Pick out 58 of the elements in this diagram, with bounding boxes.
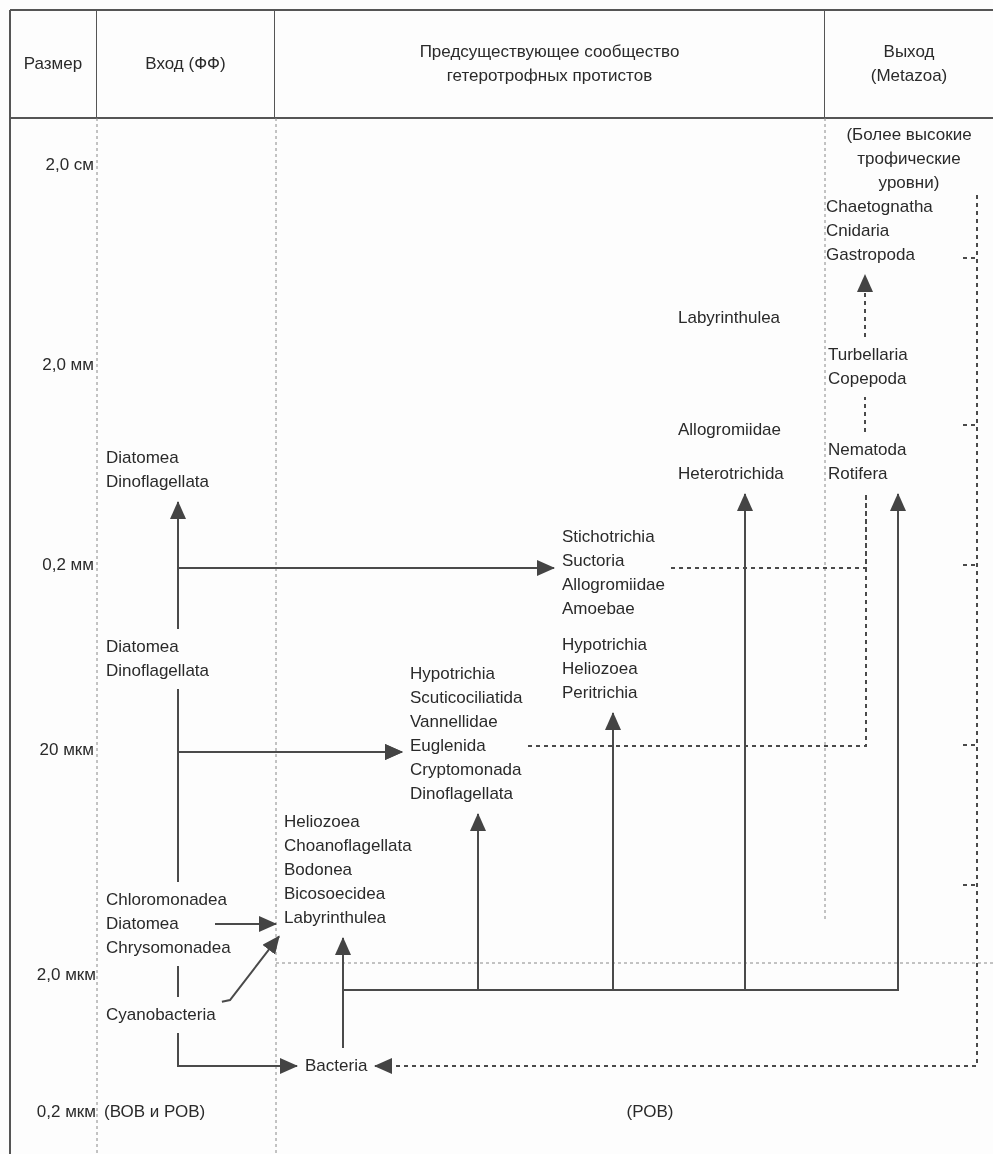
- taxon-name: Rotifera: [828, 463, 888, 485]
- size-label: 0,2 мкм: [35, 1101, 96, 1123]
- arrow: [220, 935, 281, 1003]
- taxon-name: Amoebae: [562, 598, 635, 620]
- size-label: 2,0 мм: [41, 354, 94, 376]
- taxon-name: Euglenida: [410, 735, 486, 757]
- taxon-name: Diatomea: [106, 447, 179, 469]
- taxon-name: Dinoflagellata: [410, 783, 513, 805]
- taxon-name: Dinoflagellata: [106, 471, 209, 493]
- taxon-name: Heliozoea: [284, 811, 360, 833]
- taxon-name: Allogromiidae: [678, 419, 781, 441]
- column-header: Размер: [10, 10, 97, 118]
- size-label: 0,2 мм: [41, 554, 94, 576]
- arrow: [177, 1032, 298, 1074]
- taxon-name: Stichotrichia: [562, 526, 655, 548]
- size-label: 2,0 мкм: [35, 964, 96, 986]
- taxon-name: Bacteria: [305, 1055, 368, 1077]
- trophic-level-note: (Более высокие трофические уровни): [845, 124, 973, 194]
- taxon-name: Dinoflagellata: [106, 660, 209, 682]
- taxon-name: Scuticociliatida: [410, 687, 523, 709]
- size-label: 20 мкм: [38, 739, 94, 761]
- taxon-name: Chloromonadea: [106, 889, 227, 911]
- dashed-arrow: [857, 274, 873, 338]
- taxon-name: Gastropoda: [826, 244, 915, 266]
- taxon-name: Allogromiidae: [562, 574, 665, 596]
- taxon-name: Cnidaria: [826, 220, 890, 242]
- taxon-name: Turbellaria: [828, 344, 908, 366]
- arrow: [177, 560, 555, 630]
- taxon-name: Diatomea: [106, 636, 179, 658]
- column-header: Предсуществующее сообщество гетеротрофных протистов: [275, 10, 825, 118]
- size-label: 2,0 см: [44, 154, 94, 176]
- taxon-name: Hypotrichia: [562, 634, 648, 656]
- arrow: [177, 744, 403, 883]
- taxon-name: Chrysomonadea: [106, 937, 231, 959]
- taxon-name: Heliozoea: [562, 658, 638, 680]
- taxon-name: Vannellidae: [410, 711, 498, 733]
- taxon-name: Bodonea: [284, 859, 353, 881]
- column-header: Вход (ФФ): [97, 10, 275, 118]
- taxon-name: Cyanobacteria: [106, 1004, 216, 1026]
- taxon-name: Labyrinthulea: [678, 307, 781, 329]
- taxon-name: Copepoda: [828, 368, 907, 390]
- taxon-name: Labyrinthulea: [284, 907, 387, 929]
- taxon-name: Nematoda: [828, 439, 907, 461]
- taxon-name: Diatomea: [106, 913, 179, 935]
- taxon-name: Choanoflagellata: [284, 835, 412, 857]
- taxon-name: Cryptomonada: [410, 759, 522, 781]
- dashed-arrow: [374, 194, 978, 1074]
- note: (РОВ): [625, 1101, 675, 1123]
- note: (ВОВ и РОВ): [104, 1101, 206, 1123]
- taxon-name: Bicosoecidea: [284, 883, 386, 905]
- taxon-name: Chaetognatha: [826, 196, 933, 218]
- arrow: [342, 493, 906, 1049]
- taxon-name: Hypotrichia: [410, 663, 496, 685]
- taxon-name: Peritrichia: [562, 682, 638, 704]
- column-header: Выход (Metazoa): [869, 41, 949, 87]
- taxon-name: Heterotrichida: [678, 463, 784, 485]
- taxon-name: Suctoria: [562, 550, 625, 572]
- arrow: [214, 916, 277, 932]
